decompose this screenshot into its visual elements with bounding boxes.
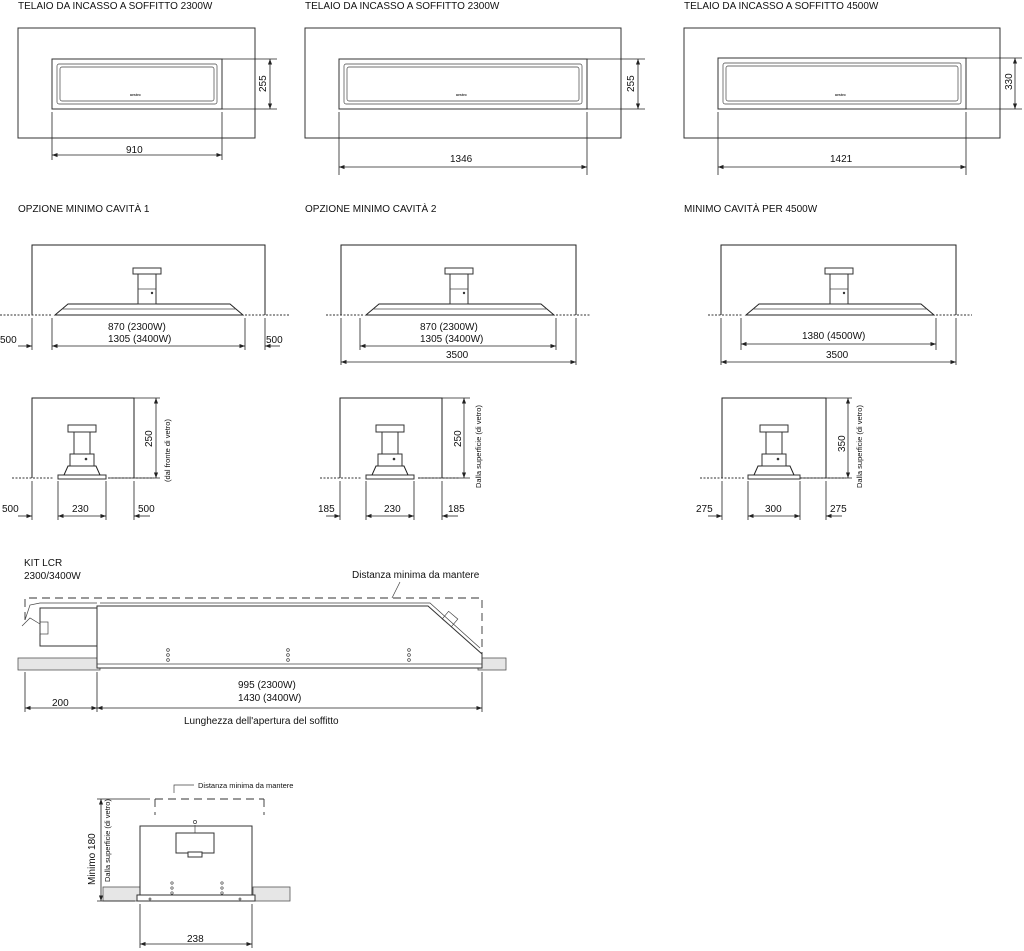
side-right-label: 500: [138, 504, 155, 515]
cavity-option-2: OPZIONE MINIMO CAVITÀ 2 870 (2300W) 1305…: [305, 202, 590, 365]
frame-view-1: TELAIO DA INCASSO A SOFFITTO 2300W aeste…: [17, 1, 277, 160]
kit-mantel-label: Distanza minima da mantere: [352, 570, 480, 581]
frame-height-label: 255: [258, 75, 269, 92]
side-right-label: 185: [448, 504, 465, 515]
frame-title: TELAIO DA INCASSO A SOFFITTO 2300W: [305, 1, 500, 12]
cavity-option-1: OPZIONE MINIMO CAVITÀ 1 500 500 870 (230…: [0, 202, 290, 350]
side-mid-label: 230: [384, 504, 401, 515]
side-mid-label: 230: [72, 504, 89, 515]
cavity-title: OPZIONE MINIMO CAVITÀ 1: [18, 202, 150, 215]
kit-title: KIT LCR: [24, 558, 62, 569]
kit-offset-label: 200: [52, 698, 69, 709]
side-height-label: 350: [837, 435, 848, 452]
cavity-size-line-1: 870 (2300W): [108, 322, 166, 333]
cavity-title: MINIMO CAVITÀ PER 4500W: [684, 202, 818, 215]
frame-view-3: TELAIO DA INCASSO A SOFFITTO 4500W aeste…: [683, 1, 1022, 175]
side-left-label: 275: [696, 504, 713, 515]
end-min-note: Dalla superficie (di vetro): [103, 799, 112, 882]
end-view: Distanza minima da mantere Minimo 180 Da…: [87, 781, 293, 948]
side-left-label: 500: [2, 504, 19, 515]
end-min-label: Minimo 180: [87, 833, 98, 885]
cavity-size-line-1: 1380 (4500W): [802, 331, 865, 342]
cavity-title: OPZIONE MINIMO CAVITÀ 2: [305, 202, 437, 215]
cavity-total-label: 3500: [446, 350, 469, 361]
side-mid-label: 300: [765, 504, 782, 515]
side-height-note: (dal fronte di vetro): [163, 419, 172, 482]
side-height-note: Dalla superficie (di vetro): [474, 405, 483, 488]
cavity-size-line-2: 1305 (3400W): [108, 334, 171, 345]
cavity-left-label: 500: [0, 335, 17, 346]
frame-width-label: 910: [126, 145, 143, 156]
kit-size-line-1: 995 (2300W): [238, 680, 296, 691]
cavity-right-label: 500: [266, 335, 283, 346]
side-view-2: 250 Dalla superficie (di vetro) 185 230 …: [318, 397, 483, 520]
side-view-3: 350 Dalla superficie (di vetro) 275 300 …: [696, 397, 864, 520]
frame-title: TELAIO DA INCASSO A SOFFITTO 4500W: [684, 1, 879, 12]
frame-title: TELAIO DA INCASSO A SOFFITTO 2300W: [18, 1, 213, 12]
frame-width-label: 1421: [830, 154, 853, 165]
side-left-label: 185: [318, 504, 335, 515]
end-width-label: 238: [187, 934, 204, 945]
kit-opening-label: Lunghezza dell'apertura del soffitto: [184, 716, 339, 727]
brand-label: aestec: [130, 93, 141, 97]
brand-label: aestec: [456, 93, 467, 97]
kit-lcr-view: KIT LCR 2300/3400W Distanza minima da ma…: [17, 558, 507, 727]
frame-height-label: 330: [1004, 73, 1015, 90]
brand-label: aestec: [835, 93, 846, 97]
side-height-label: 250: [453, 430, 464, 447]
frame-height-label: 255: [626, 75, 637, 92]
cavity-size-line-2: 1305 (3400W): [420, 334, 483, 345]
side-height-note: Dalla superficie (di vetro): [855, 405, 864, 488]
side-view-1: 250 (dal fronte di vetro) 500 230 500: [2, 397, 172, 520]
end-mantel-label: Distanza minima da mantere: [198, 781, 293, 790]
frame-view-2: TELAIO DA INCASSO A SOFFITTO 2300W aeste…: [304, 1, 645, 175]
side-right-label: 275: [830, 504, 847, 515]
cavity-option-3: MINIMO CAVITÀ PER 4500W 1380 (4500W) 350…: [684, 202, 972, 365]
side-height-label: 250: [144, 430, 155, 447]
frame-width-label: 1346: [450, 154, 473, 165]
kit-size-line-2: 1430 (3400W): [238, 693, 301, 704]
cavity-size-line-1: 870 (2300W): [420, 322, 478, 333]
cavity-total-label: 3500: [826, 350, 849, 361]
kit-subtitle: 2300/3400W: [24, 571, 81, 582]
